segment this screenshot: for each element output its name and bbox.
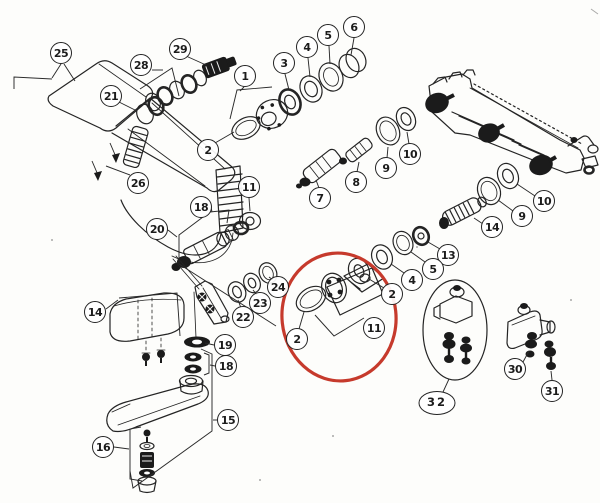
callout-number: 13 (440, 248, 456, 262)
part-callout-18-a: 18 (190, 196, 212, 218)
part-callout-2-a: 2 (197, 139, 219, 161)
spout-internals-drawing (137, 429, 157, 494)
check-valve-30-31-drawing (506, 303, 556, 370)
callout-number: 2 (293, 332, 301, 346)
part-callout-20: 20 (146, 218, 168, 240)
callout-number: 21 (103, 89, 119, 103)
part-callout-11-a: 11 (238, 176, 260, 198)
callout-number: 11 (366, 321, 382, 335)
part-callout-32: 32 (418, 391, 456, 415)
callout-number: 2 (204, 143, 212, 157)
check-valve-32-drawing (422, 279, 488, 381)
callout-number: 24 (270, 280, 286, 294)
seal-rings-3-6-drawing (278, 47, 367, 116)
part-callout-24: 24 (267, 276, 289, 298)
part-callout-10-b: 10 (533, 190, 555, 212)
callout-number: 9 (382, 161, 390, 175)
callout-number: 14 (484, 220, 500, 234)
part-callout-8: 8 (345, 171, 367, 193)
parts-10-2-chain-drawing (347, 162, 520, 285)
callout-number: 5 (429, 262, 437, 276)
callout-number: 8 (352, 175, 360, 189)
callout-number: 32 (426, 395, 447, 410)
part-callout-21: 21 (100, 85, 122, 107)
part-callout-4-a: 4 (296, 36, 318, 58)
part-callout-28: 28 (130, 54, 152, 76)
group-brackets (13, 67, 365, 489)
callout-number: 9 (518, 209, 526, 223)
callout-number: 5 (324, 28, 332, 42)
part-callout-4-b: 4 (401, 269, 423, 291)
part-callout-18-b: 18 (215, 355, 237, 377)
part-callout-30: 30 (504, 358, 526, 380)
part-callout-31: 31 (541, 380, 563, 402)
callout-number: 3 (280, 56, 288, 70)
callout-number: 20 (149, 222, 165, 236)
part-callout-3: 3 (273, 52, 295, 74)
nut-rings-28-29-drawing (145, 56, 237, 112)
part-callout-5-b: 5 (422, 258, 444, 280)
part-callout-25: 25 (50, 42, 72, 64)
part-callout-1: 1 (234, 65, 256, 87)
callout-number: 10 (536, 194, 552, 208)
part-callout-9-a: 9 (375, 157, 397, 179)
callout-number: 31 (544, 384, 560, 398)
callout-number: 15 (220, 413, 236, 427)
part-callout-13: 13 (437, 244, 459, 266)
spout-drawing (106, 383, 209, 433)
callout-number: 23 (252, 296, 268, 310)
callout-number: 14 (87, 305, 103, 319)
part-callout-14-a: 14 (84, 301, 106, 323)
callout-number: 2 (388, 287, 396, 301)
part-callout-23: 23 (249, 292, 271, 314)
part-callout-2-b: 2 (381, 283, 403, 305)
part-callout-26: 26 (127, 172, 149, 194)
callout-number: 26 (130, 176, 146, 190)
callout-number: 30 (507, 362, 523, 376)
highlight-ellipse (280, 251, 398, 383)
parts-7-10-drawing (296, 106, 417, 189)
callout-number: 29 (172, 42, 188, 56)
part-callout-14-b: 14 (481, 216, 503, 238)
callout-number: 4 (408, 273, 416, 287)
callout-number: 10 (402, 147, 418, 161)
callout-number: 16 (95, 440, 111, 454)
callout-number: 18 (193, 200, 209, 214)
callout-number: 11 (241, 180, 257, 194)
cartridge-1-drawing (231, 99, 289, 140)
part-callout-19: 19 (214, 334, 236, 356)
part-callout-9-b: 9 (511, 205, 533, 227)
callout-number: 6 (350, 20, 358, 34)
callout-number: 28 (133, 58, 149, 72)
part-callout-11-b: 11 (363, 317, 385, 339)
handle-14-drawing (109, 292, 185, 366)
scan-noise (51, 8, 599, 481)
part-callout-10-a: 10 (399, 143, 421, 165)
valve-body-drawing (425, 69, 599, 176)
callout-number: 1 (241, 69, 249, 83)
hose-spring-drawing (91, 95, 165, 181)
part-callout-7: 7 (309, 187, 331, 209)
callout-number: 4 (303, 40, 311, 54)
part-callout-29: 29 (169, 38, 191, 60)
part-callout-22: 22 (232, 306, 254, 328)
callout-number: 18 (218, 359, 234, 373)
part-callout-16: 16 (92, 436, 114, 458)
part-callout-6: 6 (343, 16, 365, 38)
callout-number: 19 (217, 338, 233, 352)
part-callout-2-c: 2 (286, 328, 308, 350)
part-callout-15: 15 (217, 409, 239, 431)
stop-valve-assembly-drawing (171, 211, 278, 303)
part-callout-5-a: 5 (317, 24, 339, 46)
callout-number: 25 (53, 46, 69, 60)
callout-number: 22 (235, 310, 251, 324)
callout-number: 7 (316, 191, 324, 205)
